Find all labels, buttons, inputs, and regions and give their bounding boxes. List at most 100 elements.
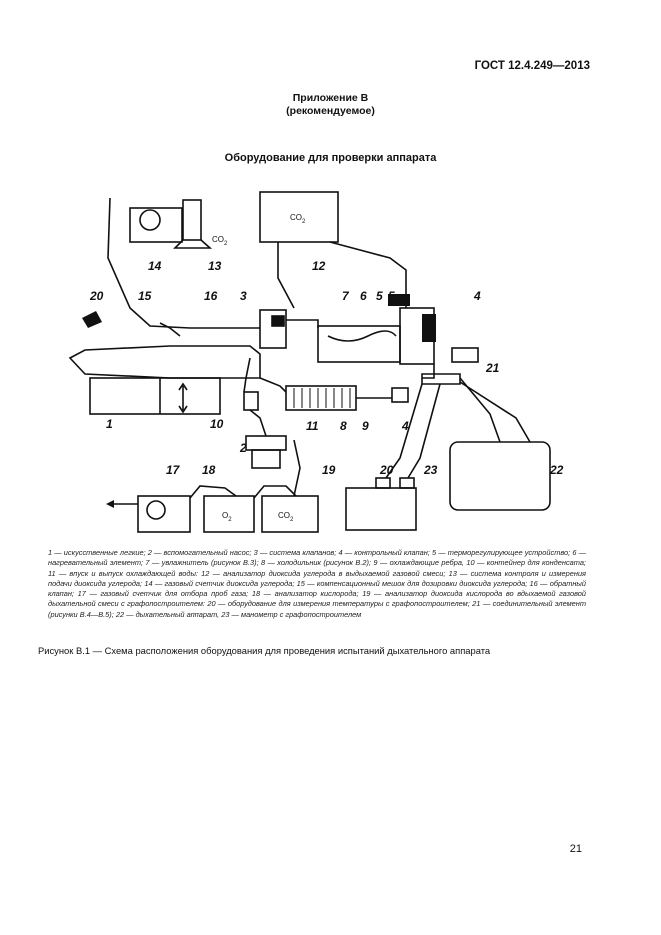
legend-item: 13 — система контроля и измерения подачи…: [48, 569, 586, 588]
temperature-sensor-20-icon: [82, 311, 102, 328]
callout-23: 23: [423, 463, 438, 477]
legend-item-number: 1: [48, 548, 53, 557]
legend-item-number: 8: [261, 558, 266, 568]
legend-item: 15 — компенсационный мешок для дозировки…: [297, 579, 530, 588]
manometer-23: [399, 477, 415, 489]
cooler-8-box: [285, 385, 357, 411]
legend-item: 19 — анализатор диоксида кислорода во вд…: [48, 589, 586, 608]
legend-item-number: 11: [48, 568, 56, 578]
callout-22: 22: [549, 463, 564, 477]
pipe-connector-to-apparatus-2: [459, 381, 531, 443]
equipment-diagram: CO2 CO2 O2 CO2 1 2 3 4 4 5 5 6 7 8 9 10 …: [50, 178, 610, 538]
callout-12: 12: [312, 259, 326, 273]
annex-heading: Приложение В (рекомендуемое): [0, 92, 661, 118]
legend-item-text: — нагревательный элемент;: [48, 548, 586, 568]
legend-item-text: — система клапанов;: [257, 548, 339, 557]
legend-item: 21 — соединительный элемент (рисунки В.4…: [48, 599, 586, 618]
figure-legend: 1 — искусственные легкие; 2 — вспомогате…: [48, 548, 586, 620]
legend-item: 14 — газовый счетчик диоксида углерода;: [144, 579, 296, 588]
callout-11: 11: [306, 419, 319, 433]
legend-item: 10 — контейнер для конденсата;: [466, 558, 586, 567]
valve-system-3: [259, 309, 287, 349]
legend-item-number: 15: [296, 578, 305, 588]
callout-4-top: 4: [473, 289, 481, 303]
callout-6: 6: [360, 289, 367, 303]
legend-item-text: — анализатор кислорода;: [260, 589, 363, 599]
legend-item: 11 — впуск и выпуск охлаждающей воды:: [48, 569, 201, 578]
legend-item-number: 20: [207, 599, 216, 609]
legend-item: 22 — дыхательный аппарат,: [116, 610, 221, 619]
legend-item-number: 9: [373, 558, 378, 568]
legend-item: 6 — нагревательный элемент;: [48, 548, 586, 567]
section-title: Оборудование для проверки аппарата: [224, 152, 437, 164]
callout-16: 16: [204, 289, 218, 303]
legend-item: 18 — анализатор кислорода;: [252, 589, 362, 598]
pipe-analyzer-12-in: [329, 241, 407, 308]
annex-title: Приложение В: [292, 92, 369, 104]
callout-19: 19: [322, 463, 336, 477]
legend-item-text: — дыхательный аппарат,: [124, 609, 222, 619]
callout-3: 3: [240, 289, 247, 303]
artificial-lungs-1-body: [89, 377, 221, 415]
legend-item-number: 18: [251, 589, 261, 599]
legend-item-text: — охлаждающие ребра,: [377, 558, 467, 568]
legend-item-text: — оборудование для измерения температуры…: [215, 599, 473, 609]
pipe-to-condensate: [243, 357, 251, 393]
callout-7: 7: [342, 289, 350, 303]
aux-pump-2-top: [245, 435, 287, 451]
legend-item-number: 17: [77, 589, 86, 599]
callout-18: 18: [202, 463, 216, 477]
legend-item-number: 7: [145, 558, 150, 568]
temperature-sensor-20: [375, 477, 391, 489]
gas-meter-17-dial-icon: [146, 500, 166, 520]
legend-item-text: — соединительный элемент (рисунки В.4—В.…: [48, 599, 586, 619]
callout-5: 5: [376, 289, 383, 303]
aux-pump-2-body: [251, 449, 281, 469]
control-valve-4-lower: [391, 387, 409, 403]
legend-item: 23 — манометр с графопостроителем: [221, 610, 361, 619]
legend-item-text: — вспомогательный насос;: [151, 548, 254, 557]
connector-element-21: [421, 373, 461, 385]
callout-21: 21: [485, 361, 500, 375]
co2-analyzer-19-label-text: CO2: [278, 511, 294, 523]
callout-2: 2: [239, 441, 247, 455]
legend-item-text: — газовый счетчик для отбора проб газа;: [85, 589, 252, 599]
legend-item-number: 3: [253, 548, 258, 557]
oxygen-analyzer-label-text: O2: [222, 511, 232, 523]
legend-item-text: — впуск и выпуск охлаждающей воды:: [55, 568, 202, 578]
pipe-to-manometer-23: [407, 383, 441, 479]
pipe-15: [159, 322, 181, 337]
pipe-13-to-lungs: [107, 197, 260, 329]
valve-system-3-block: [271, 315, 285, 327]
artificial-lungs-plate: [68, 345, 261, 379]
legend-item: 9 — охлаждающие ребра,: [373, 558, 466, 567]
valve-block-dark: [388, 294, 410, 306]
exhaust-arrow-icon: [106, 500, 114, 508]
callout-17: 17: [166, 463, 181, 477]
callout-10: 10: [210, 417, 224, 431]
legend-item: 3 — система клапанов;: [254, 548, 339, 557]
legend-item-text: — анализатор диоксида углерода в выдыхае…: [209, 568, 449, 578]
legend-item: 7 — увлажнитель (рисунок В.3);: [145, 558, 261, 567]
callout-13: 13: [208, 259, 222, 273]
legend-item-text: — манометр с графопостроителем: [229, 609, 362, 619]
gas-meter-14-box: [129, 207, 183, 243]
legend-item-text: — обратный клапан;: [48, 578, 586, 599]
legend-item-text: — система контроля и измерения подачи ди…: [48, 568, 587, 588]
legend-item-number: 21: [472, 599, 481, 609]
legend-item-text: — холодильник (рисунок В.2);: [265, 558, 374, 568]
co2-analyzer-19-box: [261, 495, 319, 533]
legend-item-text: — компенсационный мешок для дозировки ди…: [304, 578, 530, 588]
pipe-17-to-18: [189, 485, 237, 499]
dosing-co2-label-text: CO2: [212, 235, 228, 247]
callout-9: 9: [362, 419, 369, 433]
legend-item-number: 10: [466, 558, 475, 568]
control-valve-4-box: [451, 347, 479, 363]
figure-caption: Рисунок В.1 — Схема расположения оборудо…: [38, 645, 491, 656]
condensate-container-10: [243, 391, 259, 411]
legend-item-number: 23: [221, 609, 230, 619]
humidifier-water-line: [327, 330, 397, 342]
legend-item: 16 — обратный клапан;: [48, 579, 586, 598]
legend-item-number: 6: [572, 548, 577, 557]
legend-item-number: 22: [115, 609, 125, 619]
